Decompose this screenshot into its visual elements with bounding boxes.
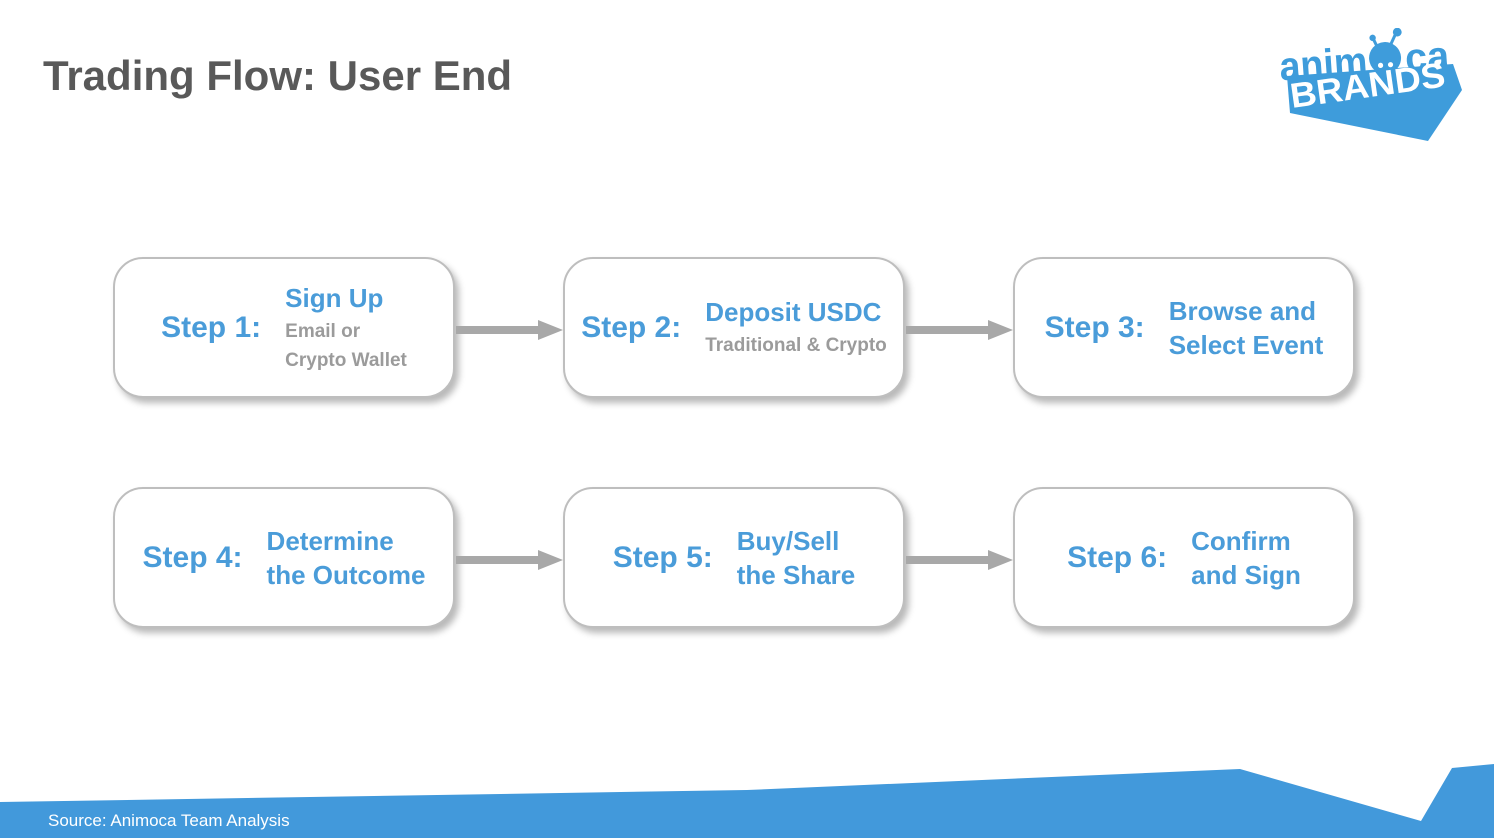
brands-banner-shape bbox=[1287, 64, 1462, 141]
step-6-title: Confirm and Sign bbox=[1191, 524, 1301, 592]
footer-band bbox=[0, 764, 1494, 838]
flow-arrow-step5-step6 bbox=[906, 550, 1013, 570]
step-title-line: the Outcome bbox=[266, 559, 426, 590]
step-title-line: Select Event bbox=[1168, 329, 1324, 360]
step-3-label: Step 3: bbox=[1044, 310, 1145, 344]
step-subtitle-line: Crypto Wallet bbox=[285, 349, 407, 371]
step-3-content: Browse and Select Event bbox=[1169, 294, 1324, 362]
step-6-content: Confirm and Sign bbox=[1191, 524, 1301, 592]
step-4-title: Determine the Outcome bbox=[267, 524, 426, 592]
step-subtitle-line: Traditional & Crypto bbox=[705, 335, 887, 356]
step-title-line: Deposit USDC bbox=[705, 297, 882, 327]
step-2-label: Step 2: bbox=[581, 310, 682, 344]
flow-arrow-step2-step3 bbox=[906, 320, 1013, 340]
step-6-label: Step 6: bbox=[1067, 540, 1168, 574]
step-title-line: Browse and bbox=[1168, 295, 1317, 326]
step-title-line: and Sign bbox=[1191, 559, 1301, 590]
footer-source-text: Source: Animoca Team Analysis bbox=[48, 811, 290, 830]
footer-band-shape bbox=[0, 764, 1494, 838]
step-1-title: Sign Up bbox=[285, 281, 407, 315]
step-1-content: Sign Up Email or Crypto Wallet bbox=[285, 281, 407, 375]
step-5-box: Step 5: Buy/Sell the Share bbox=[563, 487, 905, 628]
step-1-label: Step 1: bbox=[161, 310, 262, 344]
step-title-line: Confirm bbox=[1191, 525, 1291, 556]
step-1-box: Step 1: Sign Up Email or Crypto Wallet bbox=[113, 257, 455, 398]
flow-arrow-step4-step5 bbox=[456, 550, 563, 570]
step-5-title: Buy/Sell the Share bbox=[737, 524, 856, 592]
cow-head-icon bbox=[1369, 28, 1402, 75]
step-2-subtitle: Traditional & Crypto bbox=[705, 331, 887, 360]
step-title-line: Determine bbox=[266, 525, 394, 556]
step-5-content: Buy/Sell the Share bbox=[737, 524, 856, 592]
step-1-subtitle: Email or Crypto Wallet bbox=[285, 317, 407, 375]
step-4-content: Determine the Outcome bbox=[267, 524, 426, 592]
page-title: Trading Flow: User End bbox=[43, 52, 513, 99]
step-3-box: Step 3: Browse and Select Event bbox=[1013, 257, 1355, 398]
step-title-line: the Share bbox=[736, 559, 856, 590]
step-title-line: Sign Up bbox=[285, 282, 384, 313]
step-title-line: Buy/Sell bbox=[736, 525, 840, 556]
step-2-title: Deposit USDC bbox=[705, 295, 887, 329]
step-4-box: Step 4: Determine the Outcome bbox=[113, 487, 455, 628]
step-2-box: Step 2: Deposit USDC Traditional & Crypt… bbox=[563, 257, 905, 398]
flow-arrow-step1-step2 bbox=[456, 320, 563, 340]
step-6-box: Step 6: Confirm and Sign bbox=[1013, 487, 1355, 628]
animoca-brands-logo: anim ca BRANDS bbox=[1278, 28, 1462, 141]
step-2-content: Deposit USDC Traditional & Crypto bbox=[705, 295, 887, 360]
step-3-title: Browse and Select Event bbox=[1169, 294, 1324, 362]
step-5-label: Step 5: bbox=[612, 540, 713, 574]
step-subtitle-line: Email or bbox=[285, 320, 361, 342]
step-4-label: Step 4: bbox=[142, 540, 243, 574]
